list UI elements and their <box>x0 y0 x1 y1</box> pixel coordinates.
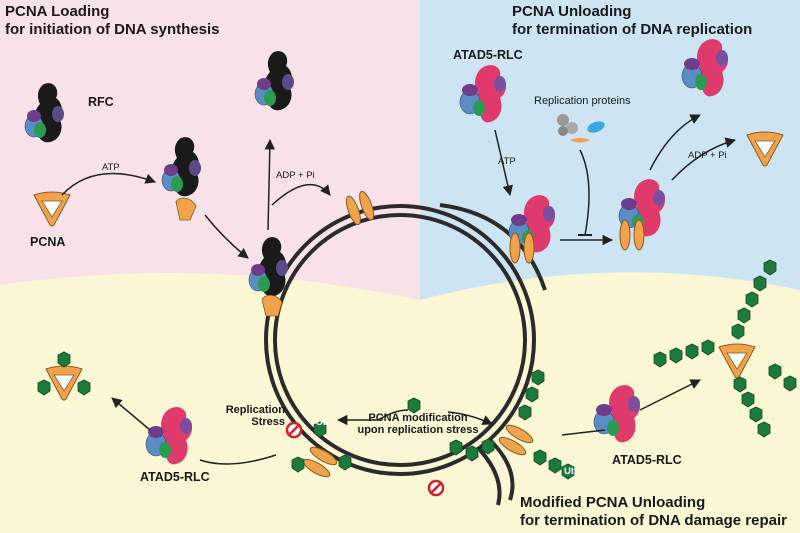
replication-proteins-icon <box>557 114 605 143</box>
pcna-ring-open-icon <box>175 197 197 221</box>
loading-arrow-atp <box>61 172 156 196</box>
modified-title: Modified PCNA Unloading for termination … <box>520 494 787 530</box>
left-unload-arrow <box>111 397 151 431</box>
adp-pi-unloading-label: ADP + Pi <box>688 150 727 161</box>
unloading-title: PCNA Unloading for termination of DNA re… <box>512 3 752 39</box>
pcna-modification-line2: upon replication stress <box>357 424 479 436</box>
circular-dna <box>264 203 547 506</box>
inhibit-sign-icon <box>427 479 445 497</box>
replication-stress-label: Replication Stress <box>205 404 285 428</box>
pcna-label: PCNA <box>30 235 66 249</box>
modification-arrow-link <box>377 409 409 421</box>
modified-title-line2: for termination of DNA damage repair <box>520 512 787 529</box>
ub-label-2: Ub <box>564 466 577 477</box>
unloading-arrow-atp <box>494 129 513 197</box>
pcna-modification-label: PCNA modification upon replication stres… <box>348 412 488 436</box>
loading-title: PCNA Loading for initiation of DNA synth… <box>5 3 219 39</box>
inhibit-sign-icon <box>285 421 303 439</box>
unloading-title-line1: PCNA Unloading <box>512 3 632 20</box>
modified-panel-bg <box>0 272 800 533</box>
atp-unloading-label: ATP <box>498 156 516 167</box>
replication-stress-line2: Stress <box>251 416 285 428</box>
atad5-release-arrow <box>649 114 701 171</box>
unloading-title-line2: for termination of DNA replication <box>512 21 753 38</box>
loading-title-line1: PCNA Loading <box>5 3 110 20</box>
modified-title-line1: Modified PCNA Unloading <box>520 494 706 511</box>
rfc-release-arrow <box>264 138 276 231</box>
adp-pi-loading-label: ADP + Pi <box>276 170 315 181</box>
rfc-label: RFC <box>88 95 114 109</box>
modified-unload-arrow <box>639 379 701 411</box>
modified-unload-line <box>561 429 606 436</box>
loading-title-line2: for initiation of DNA synthesis <box>5 21 220 38</box>
pcna-modification-line1: PCNA modification <box>368 412 468 424</box>
replication-proteins-label: Replication proteins <box>534 95 631 107</box>
left-unload-line <box>199 454 277 465</box>
pcna-release-arrow <box>671 137 737 181</box>
ub-label-1: Ub <box>316 417 329 428</box>
loading-arrow-to-dna <box>204 214 249 259</box>
pcna-on-dna-icon <box>261 294 283 317</box>
modification-arrow-right <box>447 411 493 425</box>
replication-stress-line1: Replication <box>225 404 285 416</box>
pcna-loaded-arrow <box>271 183 331 206</box>
atad5-top-label: ATAD5-RLC <box>453 48 523 62</box>
inhibition-line <box>579 149 590 236</box>
atad5-bottom-right-label: ATAD5-RLC <box>612 453 682 467</box>
atad5-bottom-left-label: ATAD5-RLC <box>140 470 210 484</box>
atp-loading-label: ATP <box>102 162 120 173</box>
